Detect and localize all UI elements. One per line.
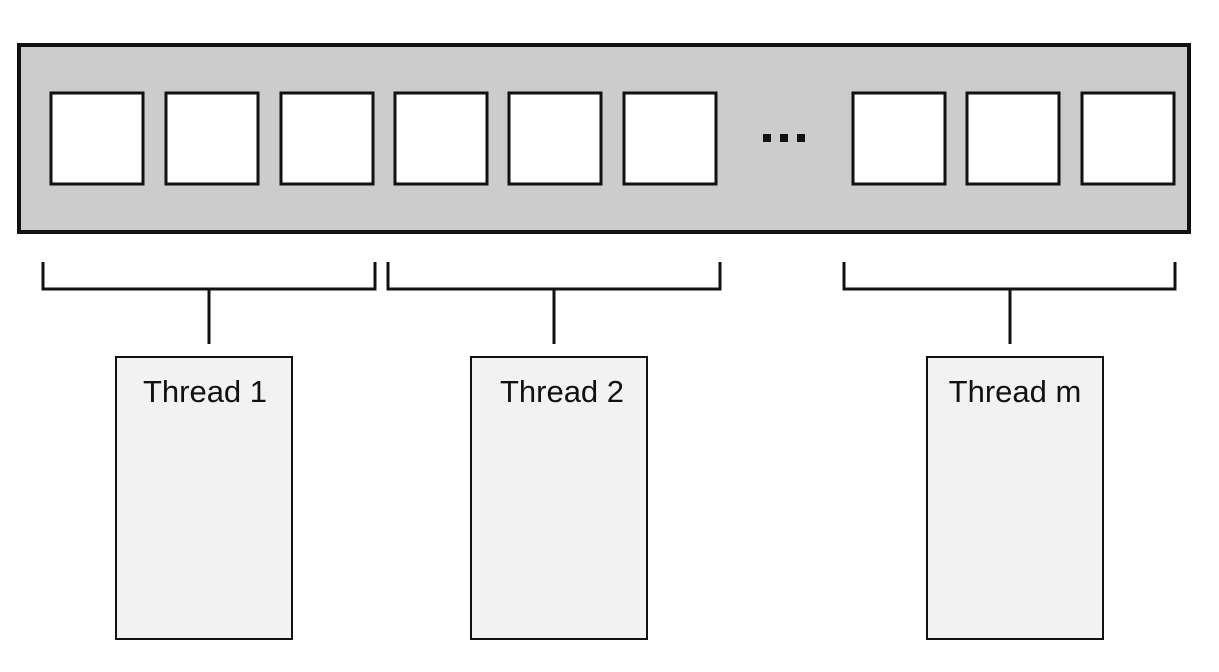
array-slot bbox=[965, 91, 1061, 186]
thread-label: Thread m bbox=[949, 374, 1082, 409]
array-slot bbox=[622, 91, 718, 186]
thread-box-1: Thread 1 bbox=[115, 356, 293, 640]
thread-box-m: Thread m bbox=[926, 356, 1104, 640]
thread-box-2: Thread 2 bbox=[470, 356, 648, 640]
array-slot bbox=[507, 91, 603, 186]
array-slot bbox=[49, 91, 145, 186]
bracket-thread-2 bbox=[386, 262, 722, 344]
array-slot bbox=[1080, 91, 1176, 186]
ellipsis: ... bbox=[763, 134, 805, 142]
array-slot bbox=[279, 91, 375, 186]
bracket-thread-m bbox=[842, 262, 1177, 344]
thread-label: Thread 2 bbox=[500, 374, 624, 409]
array-slot bbox=[164, 91, 260, 186]
array-slot bbox=[393, 91, 489, 186]
array-slot bbox=[851, 91, 947, 186]
bracket-thread-1 bbox=[41, 262, 377, 344]
thread-label: Thread 1 bbox=[143, 374, 267, 409]
